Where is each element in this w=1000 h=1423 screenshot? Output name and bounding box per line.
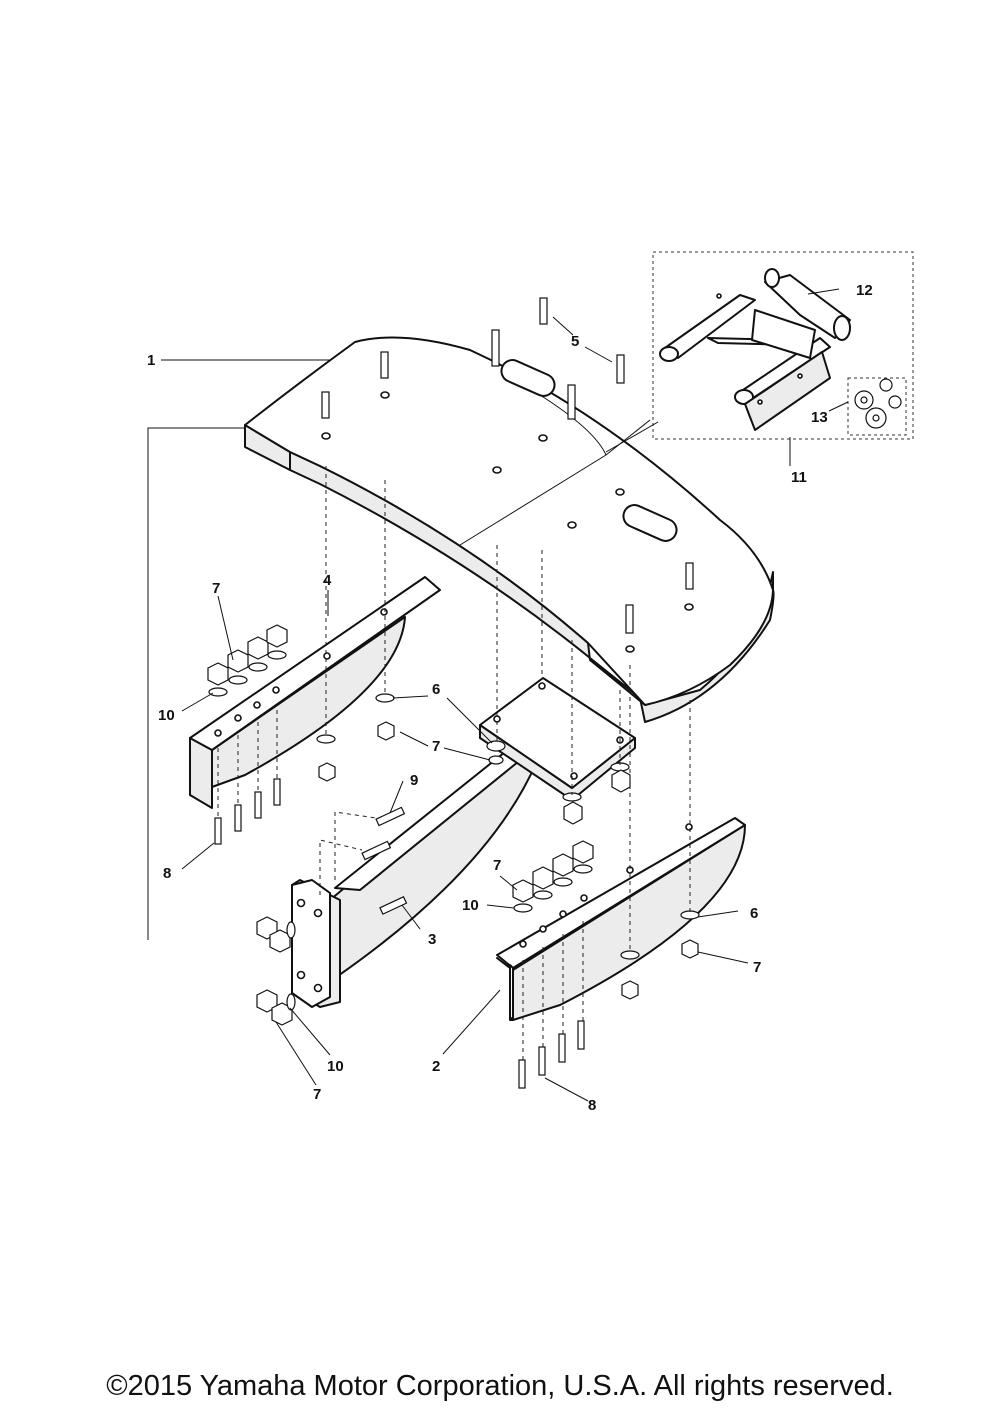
bracket-part-3 — [291, 677, 636, 1008]
callout-4: 4 — [323, 572, 332, 589]
callout-leaders — [147, 288, 849, 1102]
callout-9: 9 — [410, 772, 418, 789]
callout-1: 1 — [147, 352, 155, 369]
callout-8-left: 8 — [163, 865, 171, 882]
callout-10-right: 10 — [462, 897, 479, 914]
callout-7-center: 7 — [432, 738, 440, 755]
center-hardware — [316, 693, 700, 1000]
callout-5: 5 — [571, 333, 579, 350]
callout-7-right: 7 — [753, 959, 761, 976]
copyright-notice: ©2015 Yamaha Motor Corporation, U.S.A. A… — [106, 1370, 894, 1402]
right-stringer-hardware — [512, 840, 594, 1089]
callout-3: 3 — [428, 931, 436, 948]
lag-screws-part-5 — [321, 297, 694, 634]
callout-8-right: 8 — [588, 1097, 596, 1114]
callout-11: 11 — [791, 469, 807, 486]
callout-10-left: 10 — [158, 707, 175, 724]
callout-10-bottom: 10 — [327, 1058, 344, 1075]
callout-6-upper: 6 — [432, 681, 440, 698]
caddy-assembly-part-11 — [652, 251, 914, 440]
stringer-part-4 — [189, 576, 441, 809]
left-stringer-hardware — [207, 624, 288, 845]
callout-6-right: 6 — [750, 905, 758, 922]
roller-bracket-part-12 — [659, 268, 851, 431]
roller-kit-part-13 — [847, 377, 907, 436]
callout-13: 13 — [811, 409, 828, 426]
callout-12: 12 — [856, 282, 873, 299]
callout-7-bottom: 7 — [313, 1086, 321, 1103]
stringer-part-2 — [496, 817, 746, 1021]
callout-7-right-stringer: 7 — [493, 857, 501, 874]
callout-7-left: 7 — [212, 580, 220, 597]
plate-hardware — [256, 806, 408, 1026]
callout-labels: 1 2 3 4 5 6 6 7 7 7 7 7 8 8 9 10 10 10 1… — [147, 282, 873, 1114]
platform-part-1 — [244, 336, 775, 723]
callout-2: 2 — [432, 1058, 440, 1075]
assembly-guide-lines — [217, 466, 691, 1060]
